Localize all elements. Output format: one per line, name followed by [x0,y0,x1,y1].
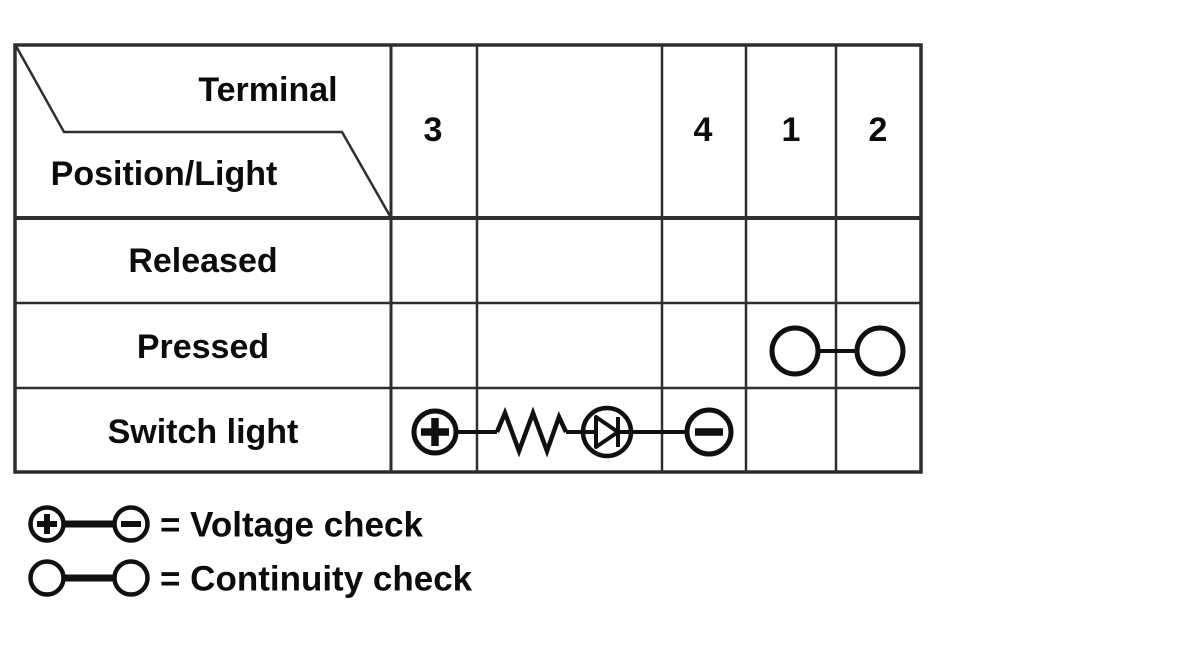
corner-position-label: Position/Light [51,155,278,193]
diode-icon [580,405,634,459]
legend-voltage-symbol [28,505,150,543]
table-grid [13,43,923,474]
row-label-released: Released [128,242,277,280]
col-header-terminal-4: 4 [694,111,713,149]
continuity-symbol-pressed [769,325,906,377]
legend: = Voltage check = Continuity check [28,505,473,599]
voltage-check-circuit [411,405,734,459]
legend-continuity-label: = Continuity check [160,560,473,599]
legend-continuity-symbol [28,559,150,597]
corner-terminal-label: Terminal [198,71,337,109]
col-header-terminal-2: 2 [869,111,888,149]
col-header-terminal-3: 3 [424,111,443,149]
diode-triangle [594,415,620,449]
continuity-circle-terminal-1 [769,325,821,377]
legend-continuity-circle-right [112,559,150,597]
continuity-circle-terminal-2 [854,325,906,377]
legend-voltage-label: = Voltage check [160,506,423,545]
negative-probe-icon [684,407,734,457]
corner-cell-diagonal [14,45,392,217]
row-label-switch-light: Switch light [108,413,299,451]
table-outer-border [13,43,923,474]
col-header-terminal-1: 1 [782,111,801,149]
resistor-symbol [494,406,569,458]
positive-probe-icon [411,408,459,456]
row-label-pressed: Pressed [137,328,269,366]
legend-continuity-circle-left [28,559,66,597]
